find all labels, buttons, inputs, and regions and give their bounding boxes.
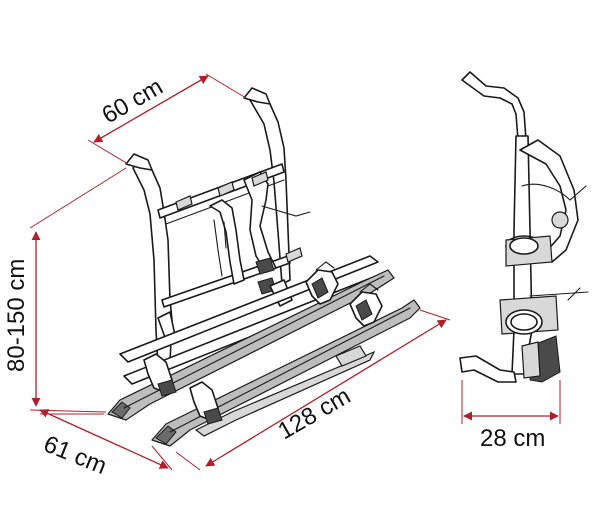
bike-rack-perspective-view (107, 87, 421, 447)
dimension-side-depth (461, 380, 561, 424)
dimension-height (29, 167, 127, 413)
frame-holder-arm (209, 199, 245, 285)
dimension-length (175, 309, 451, 471)
bike-rack-side-view (459, 71, 589, 383)
label-top-width: 60 cm (98, 73, 168, 129)
dimension-depth (39, 409, 173, 471)
right-holder-arm (243, 171, 277, 273)
label-height: 80-150 cm (3, 259, 30, 372)
left-top-mount (125, 153, 153, 171)
side-bottom-foot (459, 355, 517, 383)
side-top-hook (461, 71, 527, 141)
right-top-mount (243, 87, 271, 105)
label-side-depth: 28 cm (480, 425, 545, 452)
dimension-top-width (87, 73, 247, 165)
label-depth: 61 cm (40, 431, 111, 481)
